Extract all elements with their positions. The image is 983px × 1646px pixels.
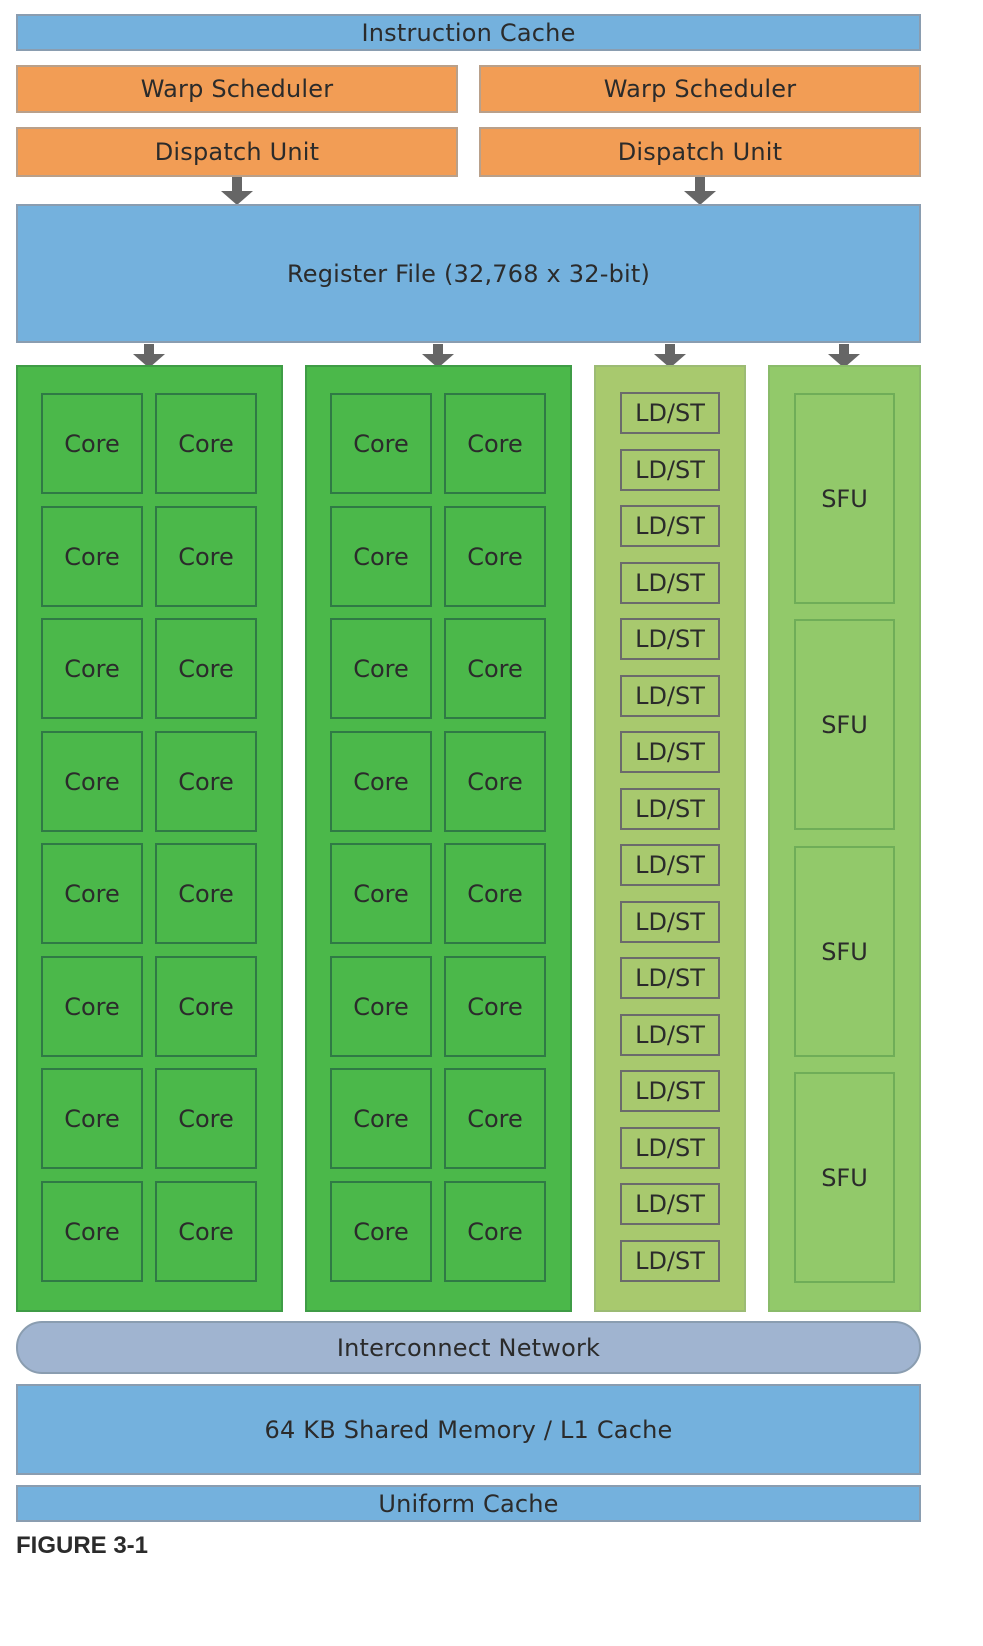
ldst-unit: LD/ST (620, 788, 720, 830)
core-unit: Core (41, 1181, 143, 1282)
core-unit: Core (155, 843, 257, 944)
core-unit: Core (330, 843, 432, 944)
core-column (305, 365, 572, 1312)
shared-memory-label: 64 KB Shared Memory / L1 Cache (264, 1415, 673, 1444)
core-unit: Core (444, 956, 546, 1057)
core-unit: Core (155, 618, 257, 719)
ldst-unit: LD/ST (620, 1014, 720, 1056)
arrow-down-icon (422, 344, 454, 368)
core-unit: Core (41, 393, 143, 494)
ldst-unit: LD/ST (620, 1070, 720, 1112)
ldst-unit: LD/ST (620, 1127, 720, 1169)
sfu-unit: SFU (794, 1072, 895, 1283)
ldst-unit: LD/ST (620, 844, 720, 886)
core-unit: Core (330, 731, 432, 832)
core-unit: Core (444, 1181, 546, 1282)
instruction-cache: Instruction Cache (16, 14, 921, 51)
warp-scheduler-label: Warp Scheduler (140, 75, 334, 103)
core-unit: Core (155, 731, 257, 832)
arrow-down-icon (654, 344, 686, 368)
warp-scheduler-right: Warp Scheduler (479, 65, 921, 113)
core-unit: Core (155, 956, 257, 1057)
core-unit: Core (330, 393, 432, 494)
core-unit: Core (155, 1068, 257, 1169)
core-unit: Core (330, 506, 432, 607)
warp-scheduler-label: Warp Scheduler (603, 75, 797, 103)
ldst-unit: LD/ST (620, 901, 720, 943)
core-unit: Core (330, 1181, 432, 1282)
core-unit: Core (444, 843, 546, 944)
core-unit: Core (41, 843, 143, 944)
ldst-unit: LD/ST (620, 449, 720, 491)
sfu-column (768, 365, 921, 1312)
ldst-unit: LD/ST (620, 505, 720, 547)
arrow-down-icon (684, 177, 716, 205)
ldst-unit: LD/ST (620, 957, 720, 999)
core-unit: Core (444, 1068, 546, 1169)
core-unit: Core (155, 506, 257, 607)
core-unit: Core (41, 956, 143, 1057)
core-unit: Core (155, 1181, 257, 1282)
core-unit: Core (444, 506, 546, 607)
ldst-unit: LD/ST (620, 1183, 720, 1225)
instruction-cache-label: Instruction Cache (361, 18, 576, 47)
warp-scheduler-left: Warp Scheduler (16, 65, 458, 113)
ldst-unit: LD/ST (620, 1240, 720, 1282)
dispatch-unit-right: Dispatch Unit (479, 127, 921, 177)
core-column (16, 365, 283, 1312)
ldst-unit: LD/ST (620, 731, 720, 773)
core-unit: Core (330, 956, 432, 1057)
ldst-column (594, 365, 746, 1312)
core-unit: Core (41, 1068, 143, 1169)
core-unit: Core (330, 1068, 432, 1169)
core-unit: Core (330, 618, 432, 719)
ldst-unit: LD/ST (620, 562, 720, 604)
sfu-unit: SFU (794, 393, 895, 604)
sfu-unit: SFU (794, 846, 895, 1057)
core-unit: Core (41, 618, 143, 719)
core-unit: Core (444, 393, 546, 494)
arrow-down-icon (221, 177, 253, 205)
ldst-unit: LD/ST (620, 392, 720, 434)
sfu-unit: SFU (794, 619, 895, 830)
shared-memory-l1-cache: 64 KB Shared Memory / L1 Cache (16, 1384, 921, 1475)
uniform-cache: Uniform Cache (16, 1485, 921, 1522)
ldst-unit: LD/ST (620, 675, 720, 717)
register-file-label: Register File (32,768 x 32-bit) (286, 259, 651, 288)
dispatch-unit-left: Dispatch Unit (16, 127, 458, 177)
register-file: Register File (32,768 x 32-bit) (16, 204, 921, 343)
interconnect-network-label: Interconnect Network (336, 1333, 601, 1362)
dispatch-unit-label: Dispatch Unit (617, 138, 783, 166)
core-unit: Core (444, 731, 546, 832)
core-unit: Core (41, 731, 143, 832)
ldst-unit: LD/ST (620, 618, 720, 660)
arrow-down-icon (133, 344, 165, 368)
core-unit: Core (41, 506, 143, 607)
dispatch-unit-label: Dispatch Unit (154, 138, 320, 166)
figure-caption: FIGURE 3-1 (16, 1532, 149, 1559)
arrow-down-icon (828, 344, 860, 368)
uniform-cache-label: Uniform Cache (378, 1489, 559, 1518)
core-unit: Core (155, 393, 257, 494)
core-unit: Core (444, 618, 546, 719)
interconnect-network: Interconnect Network (16, 1321, 921, 1374)
